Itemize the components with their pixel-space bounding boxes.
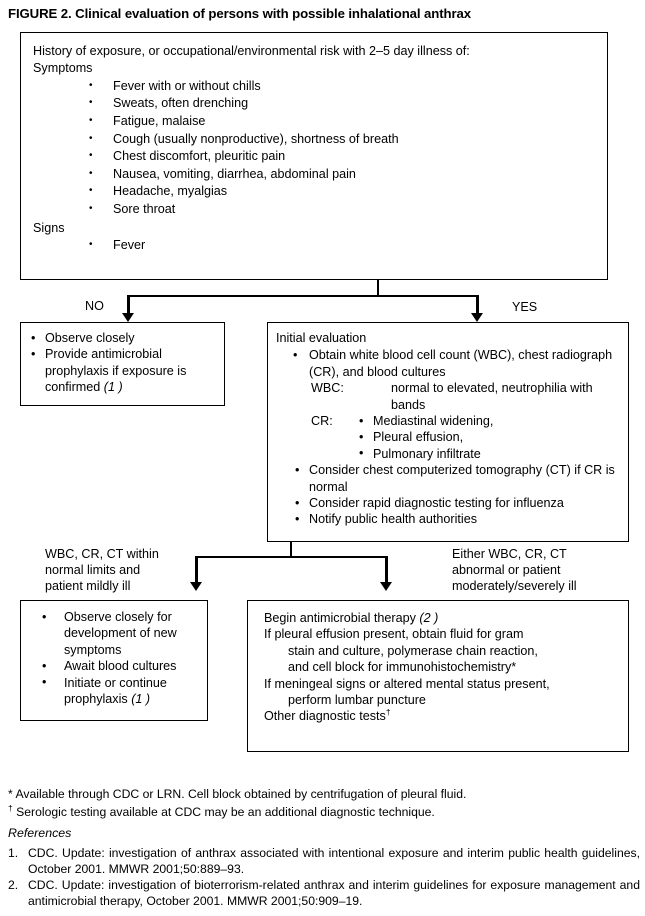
list-item: Cough (usually nonproductive), shortness… xyxy=(33,130,607,149)
signs-list: Fever xyxy=(33,236,607,255)
list-item: Fatigue, malaise xyxy=(33,112,607,131)
list-item: Notify public health authorities xyxy=(293,511,623,528)
reference-marker-1b: (1 ) xyxy=(131,692,151,707)
therapy-line7-text: Other diagnostic tests xyxy=(264,709,386,724)
therapy-line7: Other diagnostic tests† xyxy=(264,708,622,724)
arrowhead-severe xyxy=(380,582,392,591)
list-item: Pleural effusion, xyxy=(357,429,623,446)
list-item: Sore throat xyxy=(33,200,607,219)
connector-level2-bus xyxy=(196,556,388,558)
list-item: Consider rapid diagnostic testing for in… xyxy=(293,495,623,512)
footnote-dagger-marker: † xyxy=(8,802,13,813)
cr-findings-list: Mediastinal widening, Pleural effusion, … xyxy=(311,413,623,463)
connector-no-branch xyxy=(127,295,130,317)
list-item: Pulmonary infiltrate xyxy=(357,445,623,462)
footnote-asterisk: * Available through CDC or LRN. Cell blo… xyxy=(8,787,467,801)
edge-label-severe-line3: moderately/severely ill xyxy=(452,579,577,593)
connector-level1-bus xyxy=(128,295,479,297)
symptoms-heading: Symptoms xyxy=(33,61,93,76)
arrowhead-no xyxy=(122,313,134,322)
reference-item-1: 1. CDC. Update: investigation of anthrax… xyxy=(8,845,640,877)
reference-item-2: 2. CDC. Update: investigation of bioterr… xyxy=(8,877,640,909)
connector-mild-branch xyxy=(195,556,198,585)
therapy-line2: If pleural effusion present, obtain flui… xyxy=(264,627,524,642)
cr-row: CR: Mediastinal widening, Pleural effusi… xyxy=(276,413,623,463)
edge-label-mild-line1: WBC, CR, CT within xyxy=(45,547,159,561)
wbc-label: WBC: xyxy=(311,381,344,396)
reference-text-2: CDC. Update: investigation of bioterrori… xyxy=(28,878,640,909)
edge-label-severe-line1: Either WBC, CR, CT xyxy=(452,547,567,561)
initial-eval-actions: Consider chest computerized tomography (… xyxy=(276,462,623,528)
reference-text-1: CDC. Update: investigation of anthrax as… xyxy=(28,846,640,877)
therapy-line6: perform lumbar puncture xyxy=(288,693,426,708)
edge-label-mild-condition: WBC, CR, CT within normal limits and pat… xyxy=(45,546,159,594)
footnote-dagger: † Serologic testing available at CDC may… xyxy=(8,804,435,820)
list-item: Nausea, vomiting, diarrhea, abdominal pa… xyxy=(33,165,607,184)
node-initial-evaluation: Initial evaluation • Obtain white blood … xyxy=(267,322,629,542)
dagger-marker: † xyxy=(385,707,391,718)
therapy-line4: and cell block for immunohistochemistry* xyxy=(288,660,517,675)
therapy-line5: If meningeal signs or altered mental sta… xyxy=(264,676,550,691)
no-branch-item2-text: Provide antimicrobial prophylaxis if exp… xyxy=(45,347,187,395)
therapy-line1: Begin antimicrobial therapy (2 ) xyxy=(264,610,622,626)
therapy-line1-text: Begin antimicrobial therapy xyxy=(264,611,420,625)
list-item: Observe closely for development of new s… xyxy=(40,608,201,658)
connector-yes-branch xyxy=(476,295,479,317)
node-history-symptoms: History of exposure, or occupational/env… xyxy=(20,32,608,280)
list-item: Fever xyxy=(33,236,607,255)
edge-label-mild-line2: normal limits and xyxy=(45,563,141,577)
edge-label-no: NO xyxy=(85,299,104,313)
reference-marker-1: (1 ) xyxy=(103,380,123,395)
symptoms-list: Fever with or without chills Sweats, oft… xyxy=(33,77,607,219)
edge-label-mild-line3: patient mildly ill xyxy=(45,579,131,593)
reference-number-1: 1. xyxy=(8,846,19,860)
figure-title: FIGURE 2. Clinical evaluation of persons… xyxy=(8,6,471,21)
initial-evaluation-heading: Initial evaluation xyxy=(276,331,367,345)
cr-label: CR: xyxy=(311,414,333,429)
history-lead: History of exposure, or occupational/env… xyxy=(33,44,470,58)
reference-number-2: 2. xyxy=(8,878,19,892)
list-item: Provide antimicrobial prophylaxis if exp… xyxy=(29,346,218,395)
observe-outcome-list: Observe closely for development of new s… xyxy=(29,608,201,708)
connector-severe-branch xyxy=(385,556,388,585)
edge-label-severe-line2: abnormal or patient xyxy=(452,563,561,577)
list-item: Observe closely xyxy=(29,329,218,346)
arrowhead-yes xyxy=(471,313,483,322)
edge-label-severe-condition: Either WBC, CR, CT abnormal or patient m… xyxy=(452,546,577,594)
observe-outcome-item3-text: Initiate or continue prophylaxis xyxy=(64,675,167,707)
references-heading: References xyxy=(8,826,72,840)
list-item: Fever with or without chills xyxy=(33,77,607,96)
edge-label-yes: YES xyxy=(512,300,538,314)
list-item: Sweats, often drenching xyxy=(33,94,607,113)
therapy-line3: stain and culture, polymerase chain reac… xyxy=(288,643,538,658)
reference-marker-2: (2 ) xyxy=(419,611,439,625)
wbc-text: normal to elevated, neutrophilia with ba… xyxy=(391,381,593,412)
initial-eval-obtain: • Obtain white blood cell count (WBC), c… xyxy=(293,347,613,379)
signs-heading: Signs xyxy=(33,220,65,235)
no-branch-list: Observe closely Provide antimicrobial pr… xyxy=(29,329,218,396)
initial-eval-obtain-text: Obtain white blood cell count (WBC), che… xyxy=(309,348,613,379)
connector-history-stem xyxy=(377,280,379,296)
node-therapy-outcome: Begin antimicrobial therapy (2 ) If pleu… xyxy=(247,600,629,752)
footnote-dagger-text: Serologic testing available at CDC may b… xyxy=(12,805,435,819)
node-no-branch-actions: Observe closely Provide antimicrobial pr… xyxy=(20,322,225,406)
list-item: Consider chest computerized tomography (… xyxy=(293,462,623,495)
list-item: Mediastinal widening, xyxy=(357,413,623,430)
node-observe-outcome: Observe closely for development of new s… xyxy=(20,600,208,721)
list-item: Chest discomfort, pleuritic pain xyxy=(33,147,607,166)
list-item: Headache, myalgias xyxy=(33,182,607,201)
list-item: Initiate or continue prophylaxis (1 ) xyxy=(40,674,201,708)
arrowhead-mild xyxy=(190,582,202,591)
list-item: Await blood cultures xyxy=(40,658,201,675)
wbc-row: WBC: normal to elevated, neutrophilia wi… xyxy=(276,380,623,413)
connector-initial-eval-stem xyxy=(290,542,292,557)
